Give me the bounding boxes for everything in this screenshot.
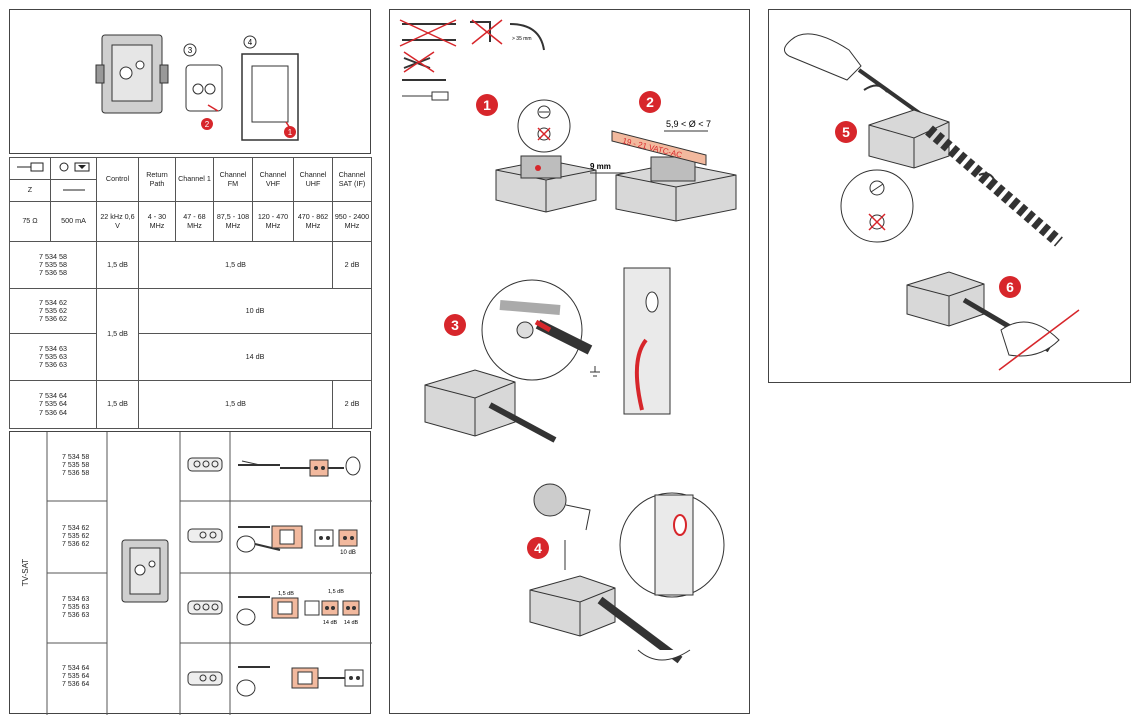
cable-types [399, 19, 457, 101]
g64-sat: 2 dB [332, 380, 372, 429]
col-return-path: Return Path [138, 157, 176, 202]
step-1-badge: 1 [476, 94, 498, 116]
current-header [50, 179, 97, 202]
step-3-label: 3 [188, 46, 193, 55]
value-fm: 87,5 - 108 MHz [213, 201, 253, 242]
removal-illustrations [784, 33, 1080, 371]
installation-illustrations: > 35 mm 19 - 21 VATC-AC 5,9 < Ø < 7 9 mm [399, 19, 737, 664]
cable-spec-label: 19 - 21 VATC-AC [622, 136, 684, 160]
step-2-badge: 2 [639, 91, 661, 113]
value-vhf: 120 - 470 MHz [252, 201, 294, 242]
g64-middle: 1,5 dB [138, 380, 333, 429]
value-control: 22 kHz 0,6 V [96, 201, 139, 242]
step-3-badge: 3 [444, 314, 466, 336]
value-sat: 950 - 2400 MHz [332, 201, 372, 242]
row3-loss-b: 1,5 dB [328, 589, 344, 595]
wiring-row-4 [236, 666, 364, 697]
wiring-row-2: 10 dB [236, 525, 358, 556]
specification-table: Control Return Path Channel 1 Channel FM… [9, 157, 372, 429]
col-channel-1: Channel 1 [175, 157, 214, 202]
product-overview-illustration: 3 2 4 1 [95, 34, 299, 141]
step-2-illustration: 19 - 21 VATC-AC 5,9 < Ø < 7 9 mm [590, 119, 737, 222]
g64-control: 1,5 dB [96, 380, 139, 429]
step-4-illustration [529, 483, 725, 664]
connector-symbol-cell [9, 157, 51, 180]
bend-radius-label: > 35 mm [512, 36, 532, 42]
tvsat-wiring-panel: 10 dB 1,5 dB 1,5 dB 14 dB 14 dB TV-SAT [9, 431, 372, 715]
dc-power-icon [59, 162, 89, 172]
g62-63-control: 1,5 dB [96, 288, 139, 381]
cover-plate [185, 64, 223, 112]
row2-loss: 10 dB [340, 550, 356, 556]
socket-front-icons [187, 457, 223, 686]
row3-out-b: 14 dB [344, 620, 359, 626]
step-5-badge: 5 [835, 121, 857, 143]
step-6-badge: 6 [999, 276, 1021, 298]
coax-plug-icon [17, 162, 44, 172]
col-channel-sat: Channel SAT (IF) [332, 157, 372, 202]
g63-middle: 14 dB [138, 333, 372, 381]
value-channel-1: 47 - 68 MHz [175, 201, 214, 242]
step-3-illustration [424, 267, 671, 443]
removal-step-6-illustration [906, 271, 1080, 371]
removal-steps-panel: 5 6 [768, 9, 1131, 383]
col-channel-vhf: Channel VHF [252, 157, 294, 202]
screwdriver-illustration [784, 33, 1063, 247]
diameter-label: 5,9 < Ø < 7 [666, 119, 711, 129]
step-4-badge: 4 [527, 537, 549, 559]
col-channel-fm: Channel FM [213, 157, 253, 202]
socket-mechanism [95, 34, 169, 114]
strip-length-label: 9 mm [590, 162, 611, 171]
step-1-illustration [495, 99, 597, 213]
socket-image [121, 539, 169, 603]
g62-middle: 10 dB [138, 288, 372, 334]
step-red-1-label: 1 [288, 128, 293, 137]
wiring-row-1 [238, 456, 361, 477]
g58-middle: 1,5 dB [138, 241, 333, 289]
row3-loss-a: 1,5 dB [278, 591, 294, 597]
tvsat-side-label: TV-SAT [21, 558, 31, 587]
value-impedance: 75 Ω [9, 201, 51, 242]
tvsat-grid: 10 dB 1,5 dB 1,5 dB 14 dB 14 dB [46, 432, 372, 715]
impedance-header: Z [9, 179, 51, 202]
value-uhf: 470 - 862 MHz [293, 201, 333, 242]
no-sharp-bend-icon: > 35 mm [470, 19, 545, 51]
power-symbol-cell [50, 157, 97, 180]
step-4-label: 4 [248, 38, 253, 47]
g58-sat: 2 dB [332, 241, 372, 289]
col-control: Control [96, 157, 139, 202]
installation-steps-panel: > 35 mm 19 - 21 VATC-AC 5,9 < Ø < 7 9 mm [389, 9, 750, 714]
dash-icon [62, 189, 85, 191]
g58-control: 1,5 dB [96, 241, 139, 289]
step-red-2-label: 2 [205, 120, 210, 129]
value-current: 500 mA [50, 201, 97, 242]
product-overview-panel: 3 2 4 1 [9, 9, 371, 154]
value-return-path: 4 - 30 MHz [138, 201, 176, 242]
wiring-row-3: 1,5 dB 1,5 dB 14 dB 14 dB [236, 589, 360, 626]
row3-out-a: 14 dB [323, 620, 338, 626]
col-channel-uhf: Channel UHF [293, 157, 333, 202]
